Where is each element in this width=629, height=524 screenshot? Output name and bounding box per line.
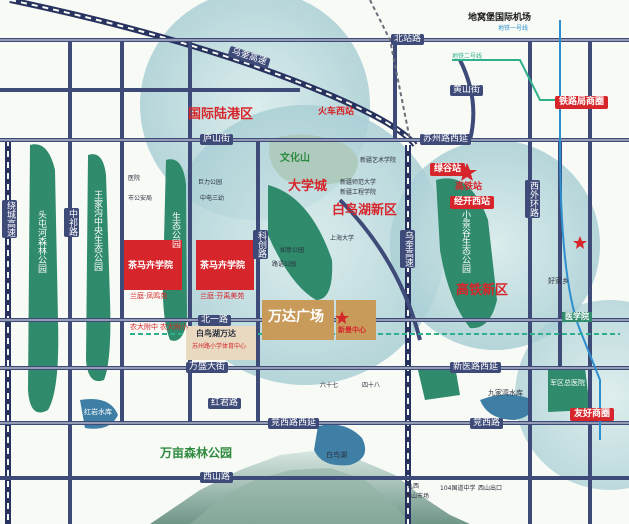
metro-line-blue	[559, 20, 601, 440]
park-shengtai: 生态公园	[170, 212, 180, 248]
wenhuashan-hill	[269, 134, 358, 185]
star-city	[335, 311, 349, 324]
station-metro-line2: 地铁二号线	[452, 53, 483, 60]
label-xinjiang-tech: 新疆工程学院	[340, 189, 377, 196]
label-zhongdian: 中电三幼	[200, 195, 225, 202]
road-suzhou-west-ext: 苏州路西延	[420, 134, 472, 145]
park-xiaojinggu: 小景谷生态公园	[460, 210, 470, 273]
park-jiujiawan: 九家湾水库	[488, 389, 523, 397]
road-xiwai-ring: 西外环路	[525, 180, 540, 218]
station-huoche-xizhan[interactable]: 火车西站	[318, 107, 355, 117]
station-gaotie[interactable]: 高铁站	[455, 182, 483, 192]
project-school-1: 农大附中	[130, 323, 158, 331]
bainiaohu-green-belt	[268, 185, 333, 300]
wangjiagou-park	[86, 154, 111, 382]
zone-wenhuashan: 文化山	[280, 153, 310, 164]
project-sub-1: 兰庭·凤鸣苑	[130, 292, 168, 300]
zone-bainiaohu: 白鸟湖新区	[332, 203, 398, 218]
label-hospital: 医学院	[562, 312, 592, 322]
label-shifu: 市公安局	[128, 195, 153, 202]
label-junyi: 军区总医院	[550, 379, 585, 387]
park-hongyan: 红岩水库	[84, 408, 112, 416]
road-beizhan: 北站路	[391, 34, 425, 45]
road-lushan-street: 庐山街	[200, 134, 234, 145]
road-xinyi: 新医路西延	[450, 362, 502, 373]
road-xishan: 西山路	[200, 472, 234, 483]
airport-line: 地铁一号线	[498, 25, 529, 32]
railway	[369, 0, 411, 141]
label-wanda: 万达广场	[268, 309, 324, 325]
label-xishan-market: 西山市场	[405, 493, 430, 500]
project-name-1: 茶马卉学院	[128, 261, 174, 271]
park-bainiao-lake: 白鸟湖	[326, 451, 347, 459]
road-wuchang-vertical: 乌奎高速	[400, 230, 415, 268]
road-keji: 科创路	[253, 230, 268, 259]
yanghu-park	[418, 366, 460, 400]
label-jiuxi-line: 104国道中学	[440, 485, 476, 492]
project-name-2: 茶马卉学院	[200, 261, 246, 271]
station-jingxi[interactable]: 经开西站	[450, 196, 495, 209]
project-sub-2: 兰庭·芬禹美苑	[200, 292, 245, 300]
label-yiyuan: 医院	[128, 175, 141, 182]
airport-name: 地窝堡国际机场	[468, 13, 532, 23]
road-jingxi-west-ext: 竞西路西延	[268, 418, 320, 429]
label-luyu: 路语公园	[272, 261, 297, 268]
label-tielu: 铁路局商圈	[555, 96, 609, 109]
jiujiawan-reservoir	[480, 394, 532, 420]
label-ruyi: 如意公园	[280, 247, 305, 254]
badge-block	[186, 326, 256, 360]
road-huangshan: 黄山街	[450, 85, 484, 96]
project-block-1[interactable]	[124, 240, 182, 290]
badge-wanda: 白鸟湖万达	[196, 329, 236, 338]
zone-gaotie: 高铁新区	[456, 283, 509, 298]
label-city-center: 新曼中心	[338, 326, 366, 334]
star-fuwu	[573, 236, 587, 249]
wanda-plaza-block[interactable]	[262, 300, 334, 340]
label-jiuxi: 九西	[407, 483, 420, 490]
station-lvgu[interactable]: 绿谷站	[430, 163, 466, 176]
bainiao-lake	[314, 424, 366, 466]
label-haopeng: 好家乡	[548, 277, 569, 285]
label-friend-hospital: 友好商圈	[570, 408, 615, 421]
label-xishan-exit: 西山出口	[478, 485, 503, 492]
metro-line-green	[452, 59, 560, 101]
park-toutunhe: 头屯河森林公园	[36, 210, 46, 273]
xiaojinggu-park	[436, 178, 497, 329]
label-shangxue: 上海大学	[330, 235, 355, 242]
label-xinjiang-art: 新疆艺术学院	[360, 157, 397, 164]
label-sixiang: 四十八	[362, 382, 381, 389]
road-jingxi: 竞西路	[470, 418, 504, 429]
project-block-2[interactable]	[196, 240, 254, 290]
project-school-2: 农大附小	[160, 323, 188, 331]
road-zhongqi: 中祁路	[64, 208, 79, 237]
park-wangjiagou: 王家沟中央生态公园	[92, 190, 102, 271]
road-raocheng-expressway: 绕城高速	[2, 200, 17, 238]
star-gaotie	[457, 163, 477, 181]
road-hongjun: 红君路	[208, 398, 242, 409]
toutunhe-park	[28, 144, 59, 413]
zone-lugang: 国际陆港区	[188, 107, 254, 122]
road-beiyi: 北一路	[198, 315, 232, 326]
badge-wanda-sub: 苏州路小学体育中心	[192, 343, 247, 350]
zone-wanmu-forest: 万亩森林公园	[160, 446, 233, 460]
junqu-park	[548, 368, 590, 412]
label-guomin: 巨力公园	[198, 179, 223, 186]
road-wansheng: 万盛大街	[186, 362, 229, 373]
label-xinjiang-normal: 新疆师范大学	[340, 179, 377, 186]
zone-daxuecheng: 大学城	[288, 179, 328, 194]
mountain-shade	[190, 468, 410, 524]
label-liubei: 六十七	[320, 382, 339, 389]
